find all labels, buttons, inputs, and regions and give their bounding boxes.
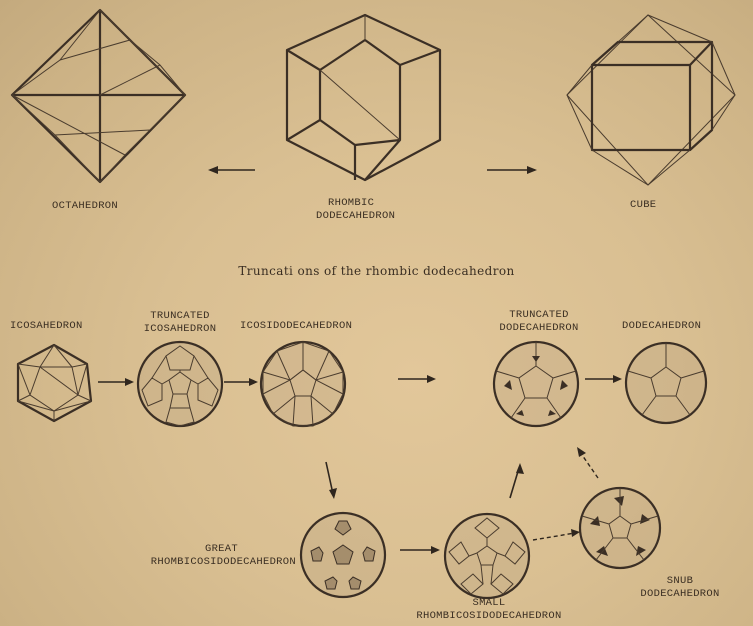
truncated-icosahedron-figure [138,342,222,426]
icosahedron-figure [18,345,91,421]
arrow-truncated-to-dodeca [585,375,622,383]
label-great-line2: RHOMBICOSIDODECAHEDRON [124,556,296,569]
label-truncated-icosahedron: TRUNCATED ICOSAHEDRON [140,310,220,336]
octahedron-figure [12,10,185,182]
cube-figure [567,15,735,185]
label-small-rhombicosidodecahedron: SMALL RHOMBICOSIDODECAHEDRON [409,597,569,623]
label-snub-line2: DODECAHEDRON [630,588,730,601]
label-icosahedron: ICOSAHEDRON [10,320,83,333]
arrow-great-to-small [400,546,440,554]
arrow-small-to-snub [533,529,580,540]
label-dodecahedron: DODECAHEDRON [622,320,701,333]
label-small-line2: RHOMBICOSIDODECAHEDRON [409,610,569,623]
label-rhombic: RHOMBIC [328,197,374,210]
label-octahedron: OCTAHEDRON [52,200,118,213]
label-cube: CUBE [630,199,656,212]
label-icosidodecahedron: ICOSIDODECAHEDRON [240,320,352,333]
arrow-small-up-to-truncated-dodeca [510,463,524,498]
label-truncated-dodecahedron: TRUNCATED DODECAHEDRON [496,309,582,335]
small-rhombicosidodecahedron-figure [445,514,529,598]
label-truncated-icosahedron-line1: TRUNCATED [140,310,220,323]
rhombic-dodecahedron-figure [287,15,440,180]
label-small-line1: SMALL [409,597,569,610]
dodecahedron-figure [626,343,706,423]
great-rhombicosidodecahedron-figure [301,513,385,597]
label-great-rhombicosidodecahedron: GREAT RHOMBICOSIDODECAHEDRON [124,543,296,569]
label-rhombic-dodecahedron: DODECAHEDRON [316,210,395,223]
truncated-dodecahedron-figure [494,342,578,426]
figure-caption: Truncati ons of the rhombic dodecahedron [0,264,753,278]
label-truncated-icosahedron-line2: ICOSAHEDRON [140,323,220,336]
arrow-to-octahedron [208,166,255,174]
arrow-icosidodeca-to-truncated-dodeca [398,375,436,383]
arrow-snub-up-to-dodeca [577,447,598,478]
label-snub-line1: SNUB [630,575,730,588]
snub-dodecahedron-figure [580,488,660,568]
arrow-ico-to-truncated [98,378,134,386]
arrow-to-cube [487,166,537,174]
label-great-line1: GREAT [124,543,296,556]
label-truncated-dodecahedron-line1: TRUNCATED [496,309,582,322]
label-truncated-dodecahedron-line2: DODECAHEDRON [496,322,582,335]
label-snub-dodecahedron: SNUB DODECAHEDRON [630,575,730,601]
arrow-down-to-great [326,462,337,499]
arrow-truncated-to-icosidodeca [224,378,258,386]
icosidodecahedron-figure [261,342,345,426]
